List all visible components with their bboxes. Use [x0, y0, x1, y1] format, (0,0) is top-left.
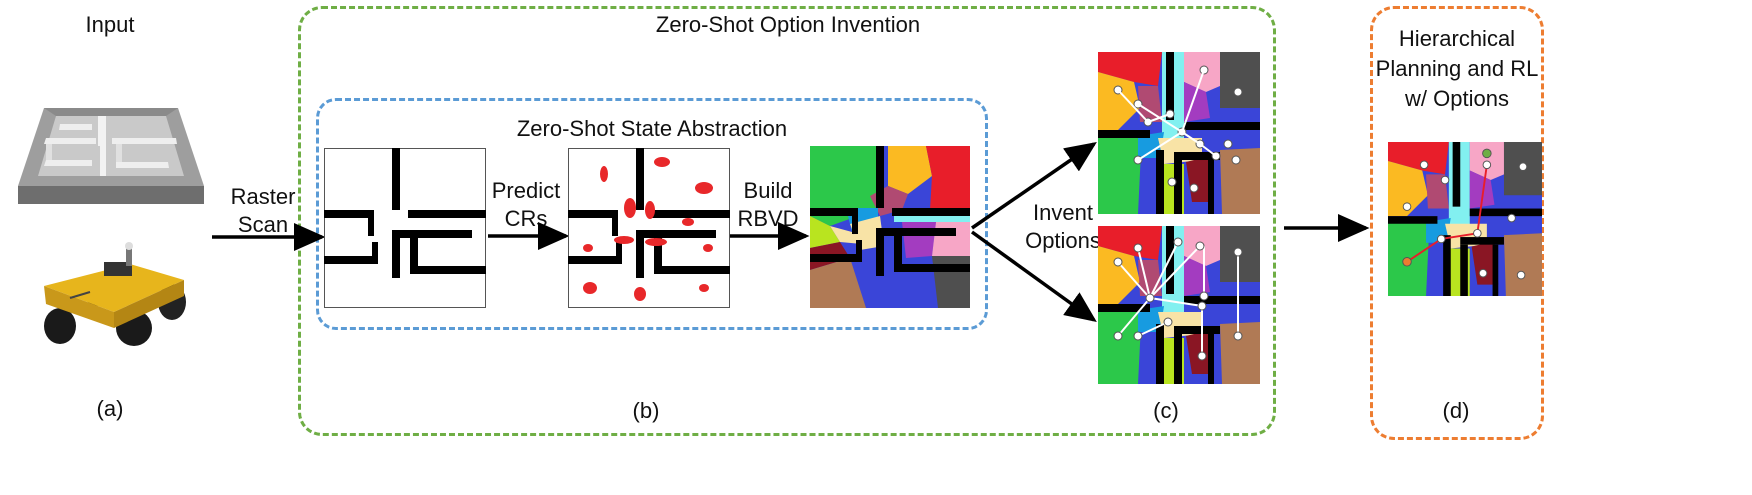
option-invention-title: Zero-Shot Option Invention — [655, 12, 921, 37]
cr-prediction-image — [568, 148, 730, 308]
raster-scan-label-2: Scan — [237, 212, 289, 237]
robot-image — [44, 242, 186, 346]
raster-scan-label-1: Raster — [230, 184, 296, 209]
options-map-top-image — [1098, 52, 1260, 214]
goal-marker — [1482, 148, 1492, 159]
build-label-1: Build — [743, 178, 793, 203]
rbvd-image — [810, 146, 970, 308]
maze-3d-image — [18, 108, 204, 204]
invent-label-2: Options — [1025, 228, 1101, 253]
state-abstraction-title: Zero-Shot State Abstraction — [516, 116, 788, 141]
panel-d-label: (d) — [1442, 398, 1470, 423]
invent-arrow-down — [970, 230, 1097, 323]
options-map-bottom-image — [1098, 226, 1260, 384]
invent-arrow-up — [971, 142, 1097, 230]
option-invention-box — [298, 6, 1276, 436]
hier-title-line2: Planning and RL — [1375, 56, 1539, 81]
predict-label-1: Predict — [491, 178, 561, 203]
panel-b-label: (b) — [632, 398, 660, 423]
hier-title-line1: Hierarchical — [1398, 26, 1516, 51]
planning-map-image — [1388, 142, 1542, 296]
state-abstraction-box — [316, 98, 988, 330]
binary-map-image — [324, 148, 486, 308]
invent-label-1: Invent — [1033, 200, 1093, 225]
start-marker — [1402, 257, 1412, 267]
critical-region-blobs — [583, 157, 713, 301]
map-walls — [324, 148, 486, 278]
panel-c-label: (c) — [1153, 398, 1179, 423]
panel-a-label: (a) — [96, 396, 124, 421]
input-title: Input — [85, 12, 135, 37]
hier-title-line3: w/ Options — [1405, 86, 1509, 111]
hierarchical-planning-box — [1370, 6, 1544, 440]
